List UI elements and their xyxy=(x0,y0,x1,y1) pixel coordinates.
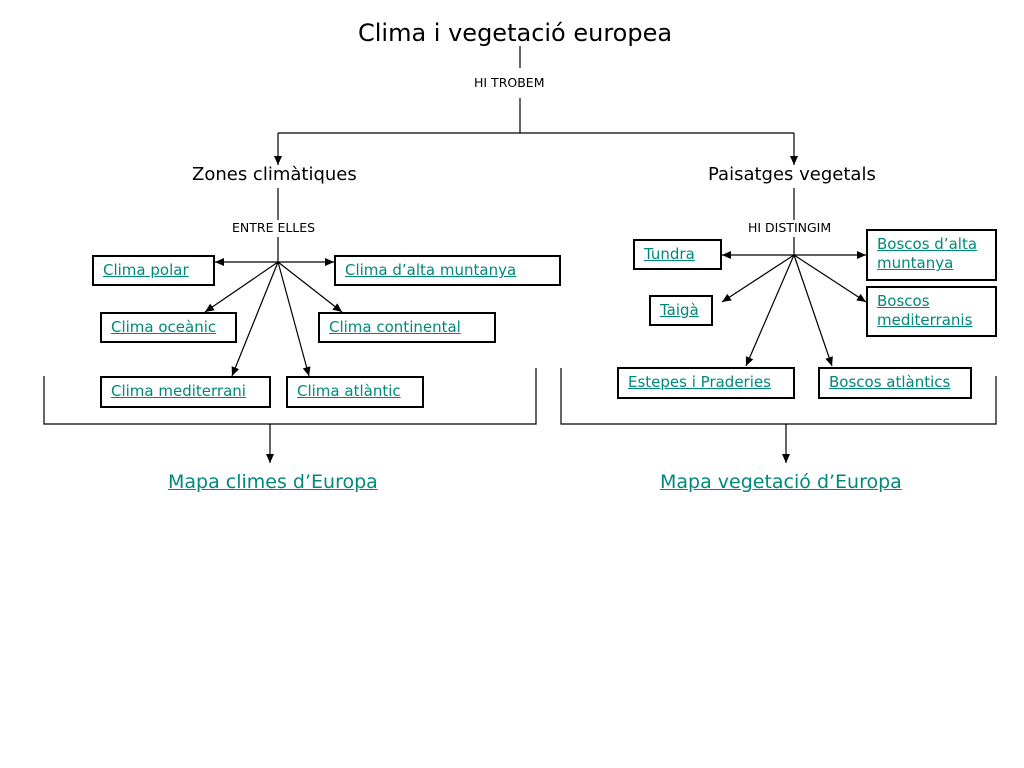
heading-zones-climatiques: Zones climàtiques xyxy=(192,164,357,185)
link-boscos-atlantics[interactable]: Boscos atlàntics xyxy=(829,373,951,391)
link-clima-polar[interactable]: Clima polar xyxy=(103,261,189,279)
arrow-estepes xyxy=(745,254,795,367)
arrow-clima-oceanic xyxy=(204,261,279,313)
link-clima-oceanic[interactable]: Clima oceànic xyxy=(111,318,217,336)
box-boscos-alta-muntanya: Boscos d’alta muntanya xyxy=(866,229,997,281)
box-clima-alta-muntanya: Clima d’alta muntanya xyxy=(334,255,561,286)
link-clima-mediterrani[interactable]: Clima mediterrani xyxy=(111,382,246,400)
arrow-boscos-atlantics xyxy=(793,254,833,367)
arrow-clima-continental xyxy=(277,261,343,313)
link-boscos-mediterranis[interactable]: Boscos mediterranis xyxy=(877,292,973,329)
link-clima-continental[interactable]: Clima continental xyxy=(329,318,461,336)
box-tundra: Tundra xyxy=(633,239,722,270)
arrow-boscos-mediterranis xyxy=(793,254,867,303)
link-mapa-climes[interactable]: Mapa climes d’Europa xyxy=(168,471,378,493)
box-clima-oceanic: Clima oceànic xyxy=(100,312,237,343)
link-estepes-praderies[interactable]: Estepes i Praderies xyxy=(628,373,771,391)
link-mapa-vegetacio[interactable]: Mapa vegetació d’Europa xyxy=(660,471,902,493)
right-bracket xyxy=(560,368,997,425)
box-clima-polar: Clima polar xyxy=(92,255,215,286)
arrow-clima-mediterrani xyxy=(231,261,279,377)
link-clima-atlantic[interactable]: Clima atlàntic xyxy=(297,382,401,400)
arrow-taiga xyxy=(721,254,795,303)
box-boscos-mediterranis: Boscos mediterranis xyxy=(866,286,997,337)
link-tundra[interactable]: Tundra xyxy=(644,245,695,263)
link-boscos-alta-muntanya[interactable]: Boscos d’alta muntanya xyxy=(877,235,978,272)
box-clima-continental: Clima continental xyxy=(318,312,496,343)
box-boscos-atlantics: Boscos atlàntics xyxy=(818,367,972,399)
link-taiga[interactable]: Taigà xyxy=(660,301,699,319)
heading-paisatges-vegetals: Paisatges vegetals xyxy=(708,164,876,185)
connector-hi-trobem: HI TROBEM xyxy=(474,75,545,90)
connector-entre-elles: ENTRE ELLES xyxy=(232,220,316,235)
page-title: Clima i vegetació europea xyxy=(358,19,673,47)
box-clima-atlantic: Clima atlàntic xyxy=(286,376,424,408)
box-clima-mediterrani: Clima mediterrani xyxy=(100,376,271,408)
link-clima-alta-muntanya[interactable]: Clima d’alta muntanya xyxy=(345,261,517,279)
box-estepes-praderies: Estepes i Praderies xyxy=(617,367,795,399)
left-bracket xyxy=(43,368,537,425)
arrow-clima-atlantic xyxy=(277,261,311,377)
box-taiga: Taigà xyxy=(649,295,713,326)
connector-hi-distingim: HI DISTINGIM xyxy=(748,220,832,235)
